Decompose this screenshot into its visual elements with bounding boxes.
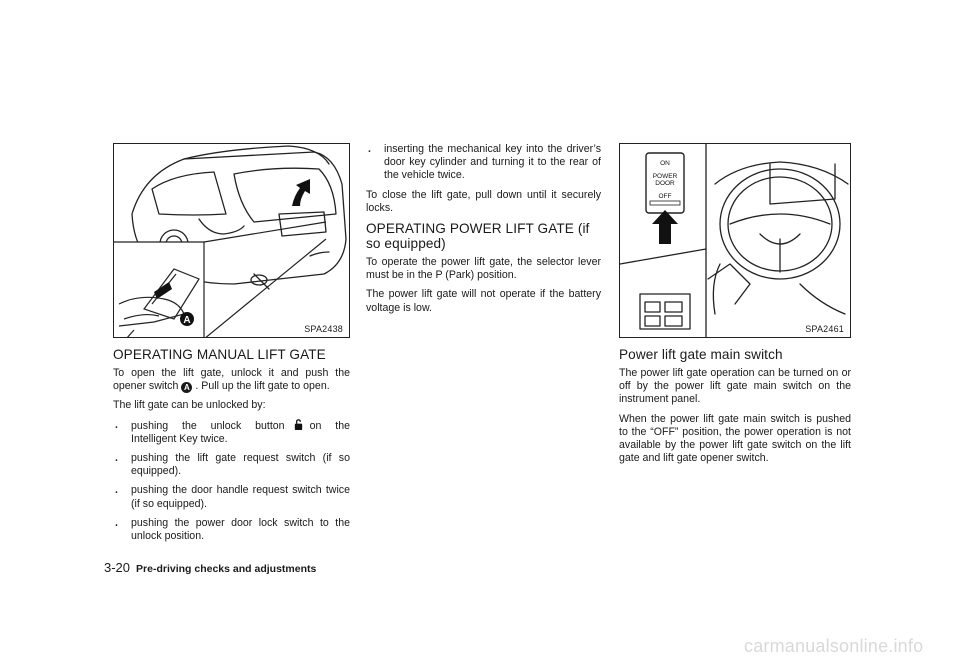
list-item: . pushing the door handle request switch… (115, 484, 350, 510)
callout-a-icon: A (180, 312, 194, 326)
switch-label-off: OFF (659, 193, 672, 200)
figure-lift-gate: A SPA2438 (113, 143, 350, 338)
watermark: carmanualsonline.info (744, 636, 924, 656)
list-item: . pushing the power door lock switch to … (115, 516, 350, 543)
paragraph: The lift gate can be unlocked by: (113, 399, 266, 412)
paragraph: The power lift gate operation can be tur… (619, 367, 851, 406)
paragraph: To close the lift gate, pull down until … (366, 188, 601, 214)
page-footer: 3-20 Pre-driving checks and adjustments (104, 560, 316, 575)
paragraph: When the power lift gate main switch is … (619, 412, 851, 465)
instrument-panel-illustration: ON POWER DOOR OFF (620, 144, 849, 337)
section-heading: Power lift gate main switch (619, 347, 783, 362)
callout-a-icon: A (181, 382, 193, 394)
section-heading: OPERATING POWER LIFT GATE (if so equippe… (366, 221, 590, 252)
arrow-up-icon (292, 179, 310, 206)
switch-label-power: POWER (653, 173, 678, 180)
paragraph: To operate the power lift gate, the sele… (366, 256, 601, 282)
list-item: . pushing the lift gate request switch (… (115, 452, 350, 478)
lock-open-icon (294, 418, 302, 430)
section-heading: OPERATING MANUAL LIFT GATE (113, 347, 326, 362)
middle-column: . inserting the mechanical key into the … (366, 143, 601, 321)
left-column: OPERATING MANUAL LIFT GATE To open the l… (113, 347, 350, 549)
paragraph: To open the lift gate, unlock it and pus… (113, 367, 350, 394)
list-item: . inserting the mechanical key into the … (368, 143, 601, 182)
figure-instrument-panel: ON POWER DOOR OFF SPA2461 (619, 143, 851, 338)
switch-label-door: DOOR (655, 180, 675, 187)
svg-text:A: A (183, 315, 190, 326)
page-number: 3-20 (104, 560, 131, 575)
figure-code: SPA2438 (304, 324, 343, 334)
figure-code: SPA2461 (805, 324, 844, 334)
right-column: Power lift gate main switch The power li… (619, 347, 851, 471)
switch-label-on: ON (660, 160, 670, 167)
chapter-title: Pre-driving checks and adjustments (136, 563, 317, 575)
lift-gate-illustration: A (114, 145, 347, 337)
arrow-up-icon (652, 210, 678, 244)
paragraph: The power lift gate will not operate if … (366, 288, 601, 314)
